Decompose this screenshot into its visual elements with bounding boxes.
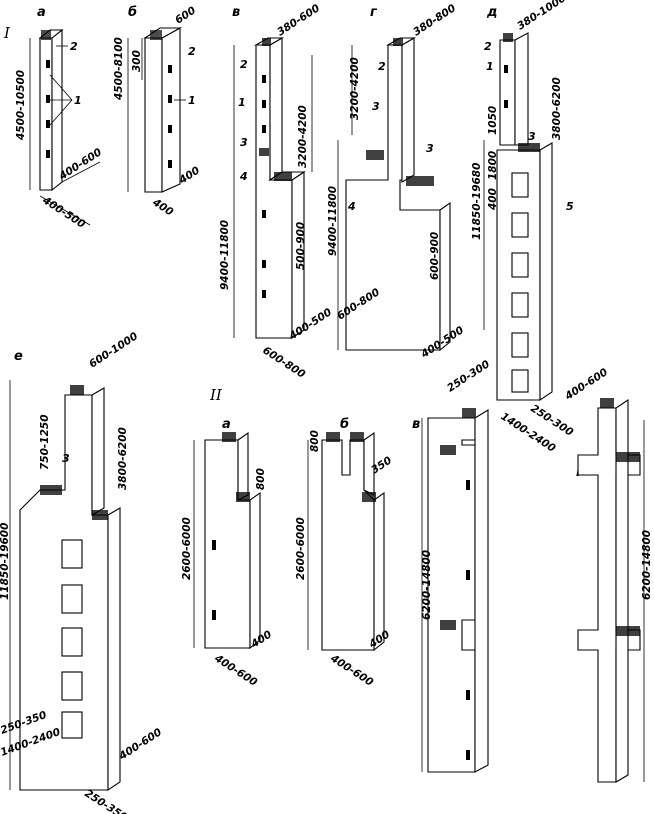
- column-I-v-callout-3: 3: [240, 136, 248, 149]
- column-I-g: г 3200-4200 9400-11800 380-800 600-900 2…: [327, 2, 466, 361]
- column-II-a: а 2600-6000 800 400 400-600: [181, 417, 274, 689]
- column-II-a-top: 800: [255, 468, 267, 490]
- column-I-g-callout-4: 4: [347, 200, 356, 213]
- column-I-g-upper-height: 3200-4200: [349, 57, 361, 120]
- column-I-d: д 11850-19680 380-1000 3800-6200 1050 18…: [445, 0, 610, 455]
- column-I-e-callout-3: 3: [62, 452, 70, 465]
- column-I-g-label: г: [370, 5, 378, 20]
- column-I-b-width: 400: [150, 196, 176, 219]
- column-I-e-label: е: [14, 349, 23, 364]
- column-I-d-callout-1: 1: [486, 60, 494, 73]
- column-I-g-total-height: 9400-11800: [327, 186, 339, 256]
- column-I-a-height: 4500-10500: [15, 70, 27, 141]
- column-II-v-height: 6200-14800: [421, 550, 433, 620]
- column-I-a: а 4500-10500 2 1 400-600 400-500: [15, 5, 104, 231]
- column-I-g-callout-2: 2: [378, 60, 386, 73]
- column-I-v: в 9400-11800 3200-4200 380-600 500-900 2…: [219, 2, 334, 381]
- column-I-g-callout-3b: 3: [426, 142, 434, 155]
- column-I-v-console-height: 500-900: [295, 222, 307, 270]
- column-I-b-callout-2: 2: [188, 45, 196, 58]
- column-I-a-callout-1: 1: [74, 94, 82, 107]
- column-I-d-total-height: 11850-19680: [471, 163, 483, 240]
- column-I-b-label: б: [128, 5, 137, 20]
- column-II-b: б 2600-6000 800 350 400 400-600: [295, 417, 394, 689]
- group-label-I: I: [3, 24, 11, 42]
- column-I-g-callout-3a: 3: [372, 100, 380, 113]
- column-I-v-total-height: 9400-11800: [219, 220, 231, 290]
- column-I-d-small-1: 1050: [487, 106, 499, 135]
- column-I-e-upper-height: 3800-6200: [117, 427, 129, 490]
- column-I-d-callout-5: 5: [566, 200, 574, 213]
- column-I-e-console-height: 750-1250: [39, 415, 51, 471]
- column-I-d-base-1: 250-300: [445, 358, 492, 394]
- column-I-v-label: в: [232, 5, 240, 20]
- column-I-e-depth: 400-600: [116, 726, 164, 763]
- column-I-g-console-height: 600-900: [429, 232, 441, 280]
- group-label-II: II: [209, 386, 223, 404]
- column-II-a-label: а: [222, 417, 231, 432]
- column-I-d-label: д: [486, 5, 498, 20]
- column-I-a-width: 400-500: [40, 194, 88, 231]
- column-II-v-label: в: [412, 417, 420, 432]
- column-II-b-width: 400-600: [328, 652, 376, 689]
- column-I-e-total-height: 11850-19600: [0, 523, 11, 600]
- column-I-g-top-dim: 380-800: [411, 2, 458, 38]
- column-I-b-inner-dim: 300: [131, 50, 143, 72]
- column-I-a-callout-2: 2: [70, 40, 78, 53]
- column-I-d-top-dim: 380-1000: [515, 0, 568, 33]
- column-I-d-callout-2: 2: [484, 40, 492, 53]
- column-II-g-height: 6200-14800: [641, 530, 653, 600]
- column-II-b-label: б: [340, 417, 349, 432]
- column-I-d-upper-height: 3800-6200: [551, 77, 563, 140]
- column-I-d-small-2: 1800: [487, 151, 499, 180]
- column-I-v-callout-2: 2: [240, 58, 248, 71]
- column-I-b-callout-1: 1: [188, 94, 196, 107]
- column-I-e-base-2: 250-350: [82, 787, 129, 814]
- column-I-d-small-3: 400: [487, 188, 499, 211]
- column-I-v-upper-height: 3200-4200: [297, 105, 309, 168]
- column-I-v-callout-4: 4: [239, 170, 248, 183]
- column-I-d-depth: 400-600: [562, 366, 610, 403]
- column-I-d-callout-3: 3: [528, 130, 536, 143]
- column-I-b: б 4500-8100 300 600 2 1 400 400: [113, 5, 202, 219]
- column-II-b-height: 2600-6000: [295, 517, 307, 580]
- column-I-e: е 11850-19600 600-1000 750-1250 3800-620…: [0, 330, 164, 814]
- column-II-a-width: 400-600: [212, 652, 260, 689]
- column-II-v: в 6200-14800: [412, 408, 489, 773]
- column-I-v-width: 600-800: [260, 344, 307, 380]
- column-I-b-height: 4500-8100: [113, 37, 125, 101]
- column-I-a-depth: 400-600: [56, 146, 104, 183]
- column-II-b-top: 800: [309, 430, 321, 452]
- column-I-v-top-dim: 380-600: [275, 2, 322, 38]
- column-II-g: г 6200-14800: [576, 398, 653, 783]
- column-I-a-label: а: [37, 5, 46, 20]
- column-I-v-callout-1: 1: [238, 96, 246, 109]
- column-I-b-top-dim: 600: [173, 5, 198, 27]
- column-II-a-height: 2600-6000: [181, 517, 193, 580]
- column-I-e-top-dim: 600-1000: [87, 330, 140, 370]
